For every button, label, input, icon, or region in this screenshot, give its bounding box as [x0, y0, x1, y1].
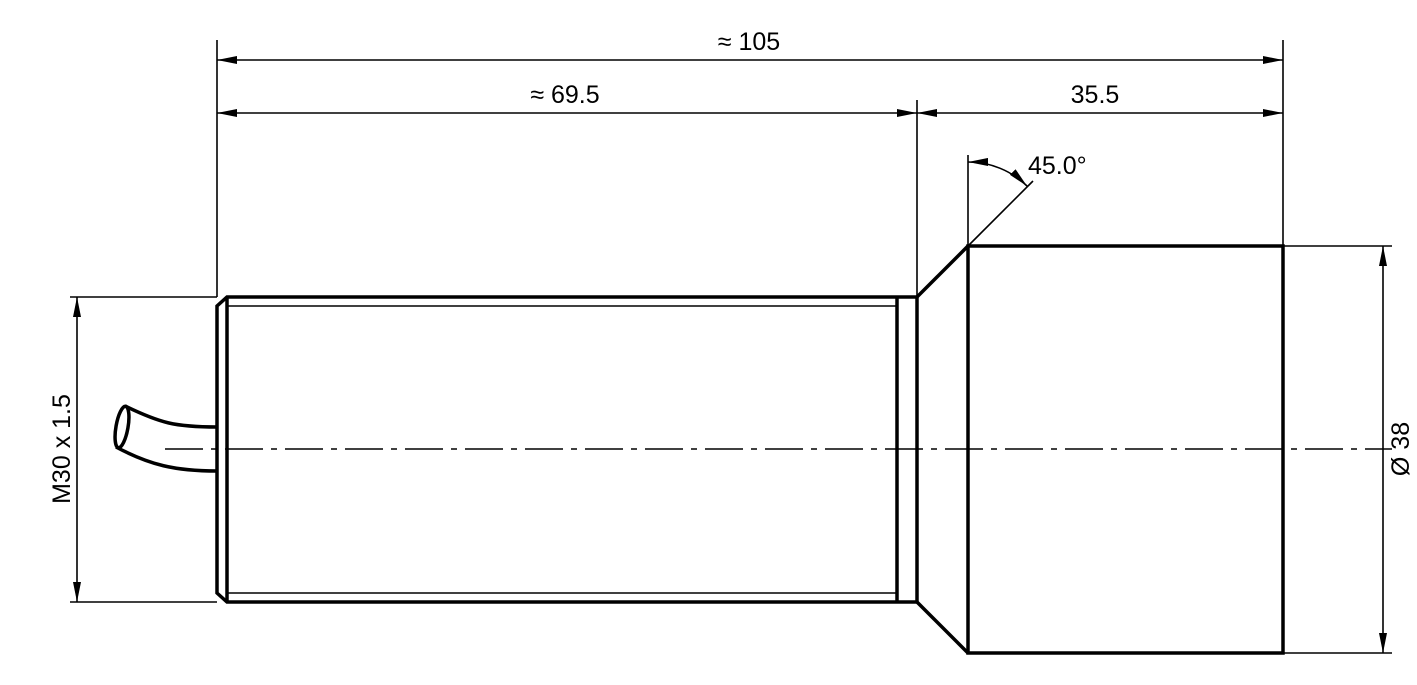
label-head-length: 35.5 [1071, 81, 1120, 109]
label-thread-length: ≈ 69.5 [530, 81, 599, 109]
chamfer-cone [915, 244, 970, 655]
label-head-diameter: Ø 38 [1387, 422, 1415, 476]
extension-lines [70, 40, 1392, 654]
cable [113, 404, 218, 473]
label-thread-spec: M30 x 1.5 [48, 394, 76, 504]
label-chamfer-angle: 45.0° [1028, 152, 1087, 180]
label-overall-length: ≈ 105 [718, 28, 780, 56]
sensor-head [966, 244, 1285, 655]
dim-chamfer-angle [967, 157, 1028, 187]
